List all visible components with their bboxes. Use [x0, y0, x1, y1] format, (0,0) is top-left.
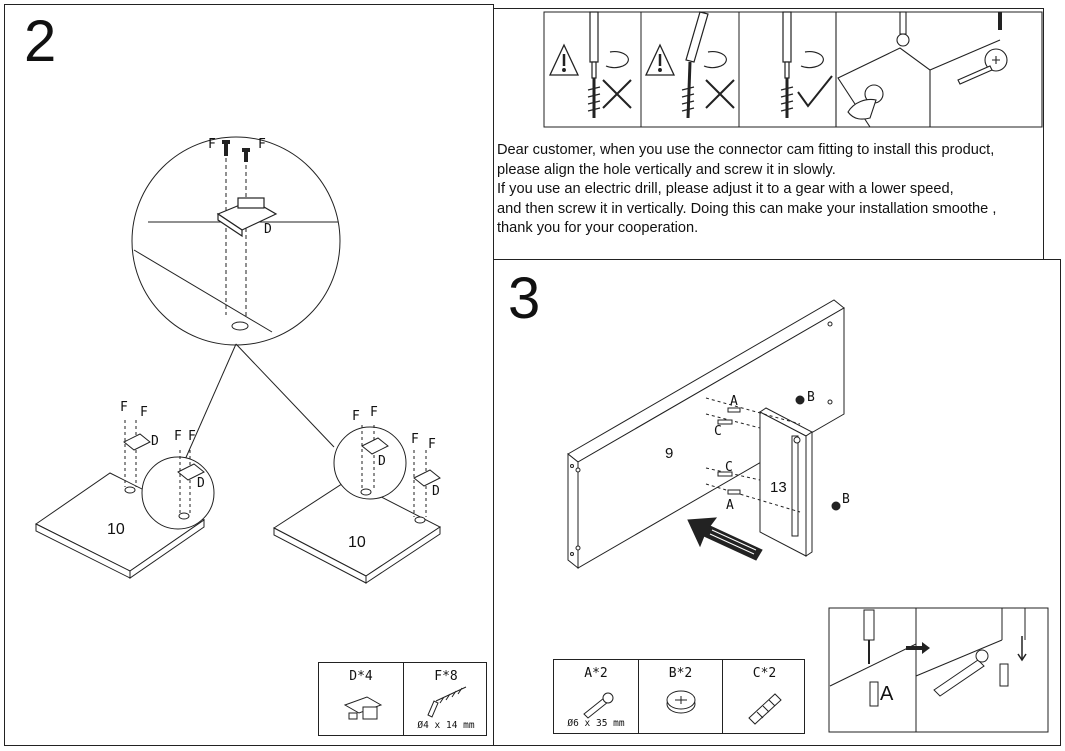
panel-number: 10 [348, 534, 366, 551]
label-d: D [151, 434, 159, 449]
screw-icon [222, 140, 250, 162]
screw-icon [427, 686, 467, 718]
panel-number: 9 [665, 445, 674, 462]
wrong-cross-icon [705, 79, 735, 109]
step2-number: 2 [24, 9, 57, 74]
label-f: F [370, 405, 378, 420]
label-b: B [842, 492, 850, 507]
part-c: C*2 [722, 660, 806, 733]
label-f: F [140, 405, 148, 420]
label-c: C [714, 424, 722, 439]
part-f: F*8 Ø4 x 14 mm [403, 663, 488, 735]
notice-line: and then screw it in vertically. Doing t… [497, 200, 997, 217]
part-quantity: A*2 [584, 666, 608, 681]
wood-dowel-icon [748, 693, 782, 725]
cam-lock-icon [666, 690, 696, 714]
panel-number: 10 [107, 521, 125, 538]
part-quantity: F*8 [434, 669, 458, 684]
warning-triangle-icon [548, 43, 580, 76]
notice-line: Dear customer, when you use the connecto… [497, 142, 995, 158]
step3-frame [493, 259, 1061, 746]
part-quantity: B*2 [668, 666, 693, 681]
label-f: F [208, 137, 216, 152]
panel-number: 13 [770, 479, 787, 496]
direction-arrow-icon [687, 517, 763, 561]
notice-line: please align the hole vertically and scr… [497, 161, 836, 178]
arrow-right-icon [906, 642, 930, 654]
label-a: A [726, 498, 734, 513]
hinge-icon [216, 197, 278, 238]
label-f: F [258, 137, 266, 152]
label-f: F [428, 437, 436, 452]
part-quantity: C*2 [752, 666, 777, 681]
label-a: A [880, 683, 894, 705]
customer-notice: Dear customer, when you use the connecto… [497, 141, 1049, 239]
notice-line: thank you for your cooperation. [497, 220, 699, 236]
label-d: D [378, 454, 386, 469]
label-c: C [725, 460, 733, 475]
label-f: F [352, 409, 360, 424]
label-d: D [264, 222, 272, 237]
part-spec: Ø4 x 14 mm [417, 720, 475, 731]
parts-list-step3: A*2 Ø6 x 35 mm B*2 C*2 [553, 659, 805, 734]
part-b: B*2 [638, 660, 722, 733]
label-d: D [432, 484, 440, 499]
part-a: A*2 Ø6 x 35 mm [554, 660, 638, 733]
step3-number: 3 [508, 266, 541, 331]
hinge-icon [343, 696, 383, 720]
arrow-down-icon [1017, 636, 1027, 662]
notice-line: If you use an electric drill, please adj… [497, 181, 954, 197]
label-f: F [174, 429, 182, 444]
label-f: F [188, 429, 196, 444]
warning-triangle-icon [644, 43, 676, 76]
part-quantity: D*4 [349, 669, 373, 684]
correct-check-icon [797, 75, 833, 108]
parts-list-step2: D*4 F*8 Ø4 x 14 mm [318, 662, 487, 736]
label-d: D [197, 476, 205, 491]
cam-bolt-icon [583, 692, 614, 719]
label-f: F [120, 400, 128, 415]
label-a: A [730, 394, 738, 409]
part-d: D*4 [319, 663, 403, 735]
wrong-cross-icon [602, 79, 632, 109]
label-b: B [807, 390, 815, 405]
label-f: F [411, 432, 419, 447]
part-spec: Ø6 x 35 mm [567, 718, 625, 729]
